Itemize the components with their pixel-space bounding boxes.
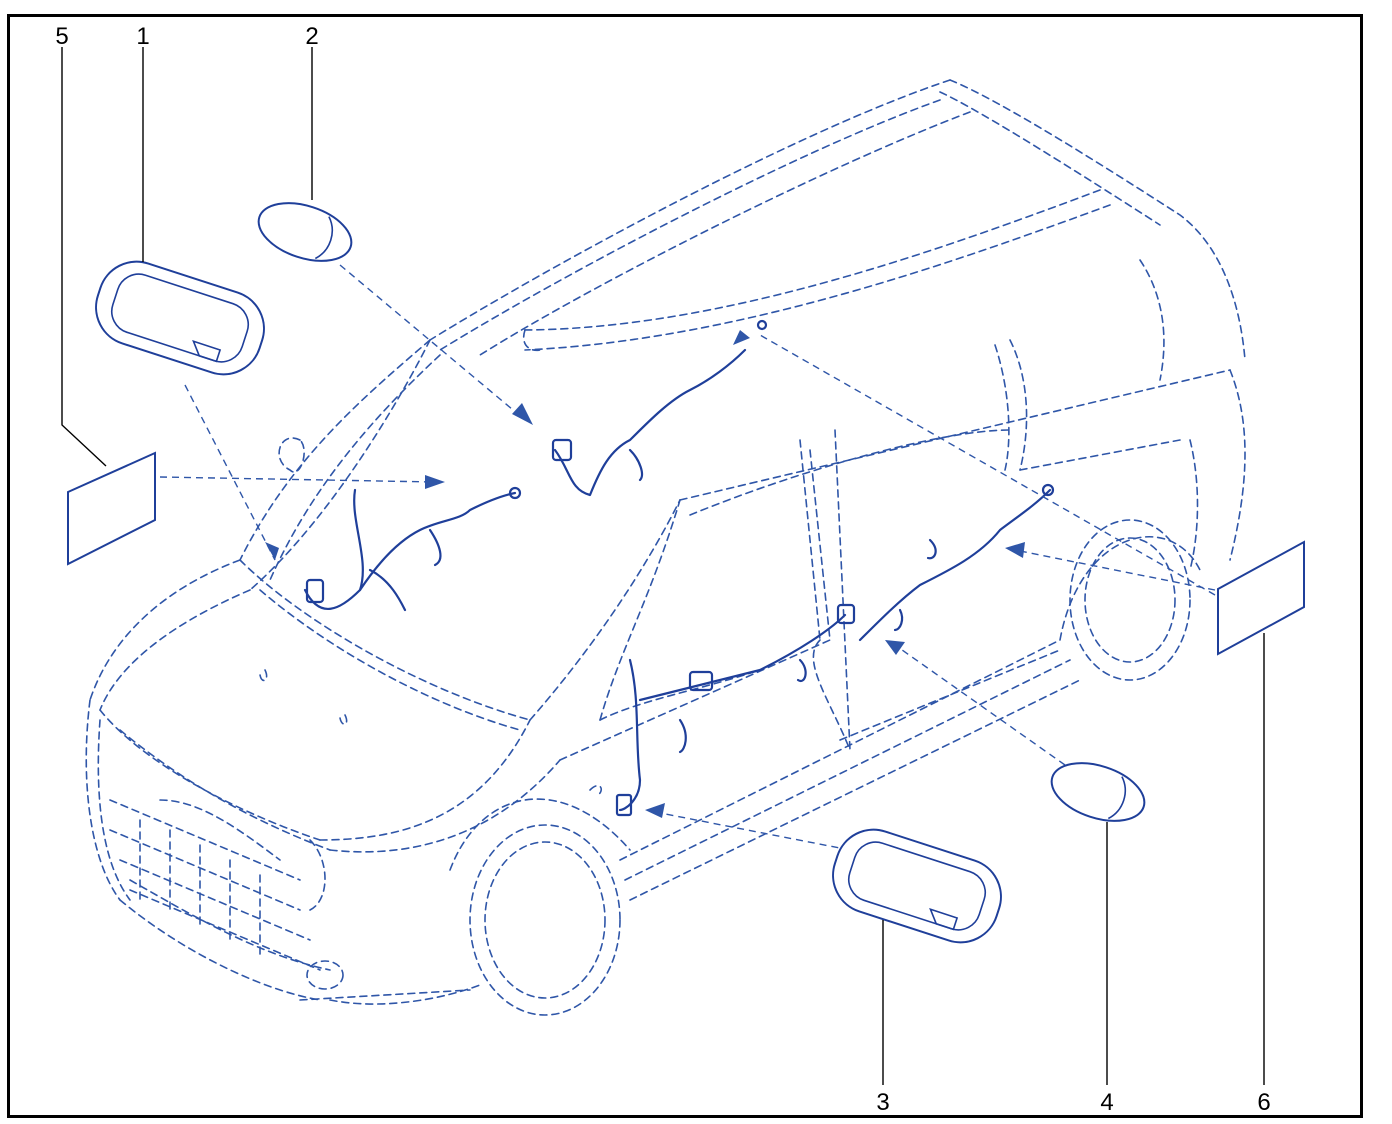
arrowhead-icon xyxy=(1005,542,1025,558)
callout-2: 2 xyxy=(305,23,318,50)
callout-6: 6 xyxy=(1257,1089,1270,1116)
arrowhead-icon xyxy=(425,475,445,489)
arrowhead-icon xyxy=(645,803,665,818)
callout-5: 5 xyxy=(55,23,68,50)
part-2-oval-pad xyxy=(257,202,353,262)
arrowhead-icon xyxy=(733,330,750,345)
callout-4: 4 xyxy=(1100,1089,1113,1116)
arrowhead-icon xyxy=(512,403,533,425)
part-4-oval-pad xyxy=(1050,762,1146,822)
arrowhead-icon xyxy=(265,542,279,560)
leader-lines xyxy=(61,47,1265,1085)
callout-3: 3 xyxy=(876,1089,889,1116)
callout-labels: 1 2 3 4 5 6 xyxy=(55,23,1270,1116)
part-6-sheet xyxy=(1217,540,1305,656)
vehicle-outline xyxy=(85,79,1246,1016)
wiring-harness-group xyxy=(303,319,1055,817)
location-arrows xyxy=(159,264,1216,851)
part-1-mat xyxy=(95,260,265,376)
arrowhead-icon xyxy=(885,640,905,655)
callout-1: 1 xyxy=(136,23,149,50)
part-5-sheet xyxy=(67,451,156,566)
part-3-mat xyxy=(832,828,1002,944)
